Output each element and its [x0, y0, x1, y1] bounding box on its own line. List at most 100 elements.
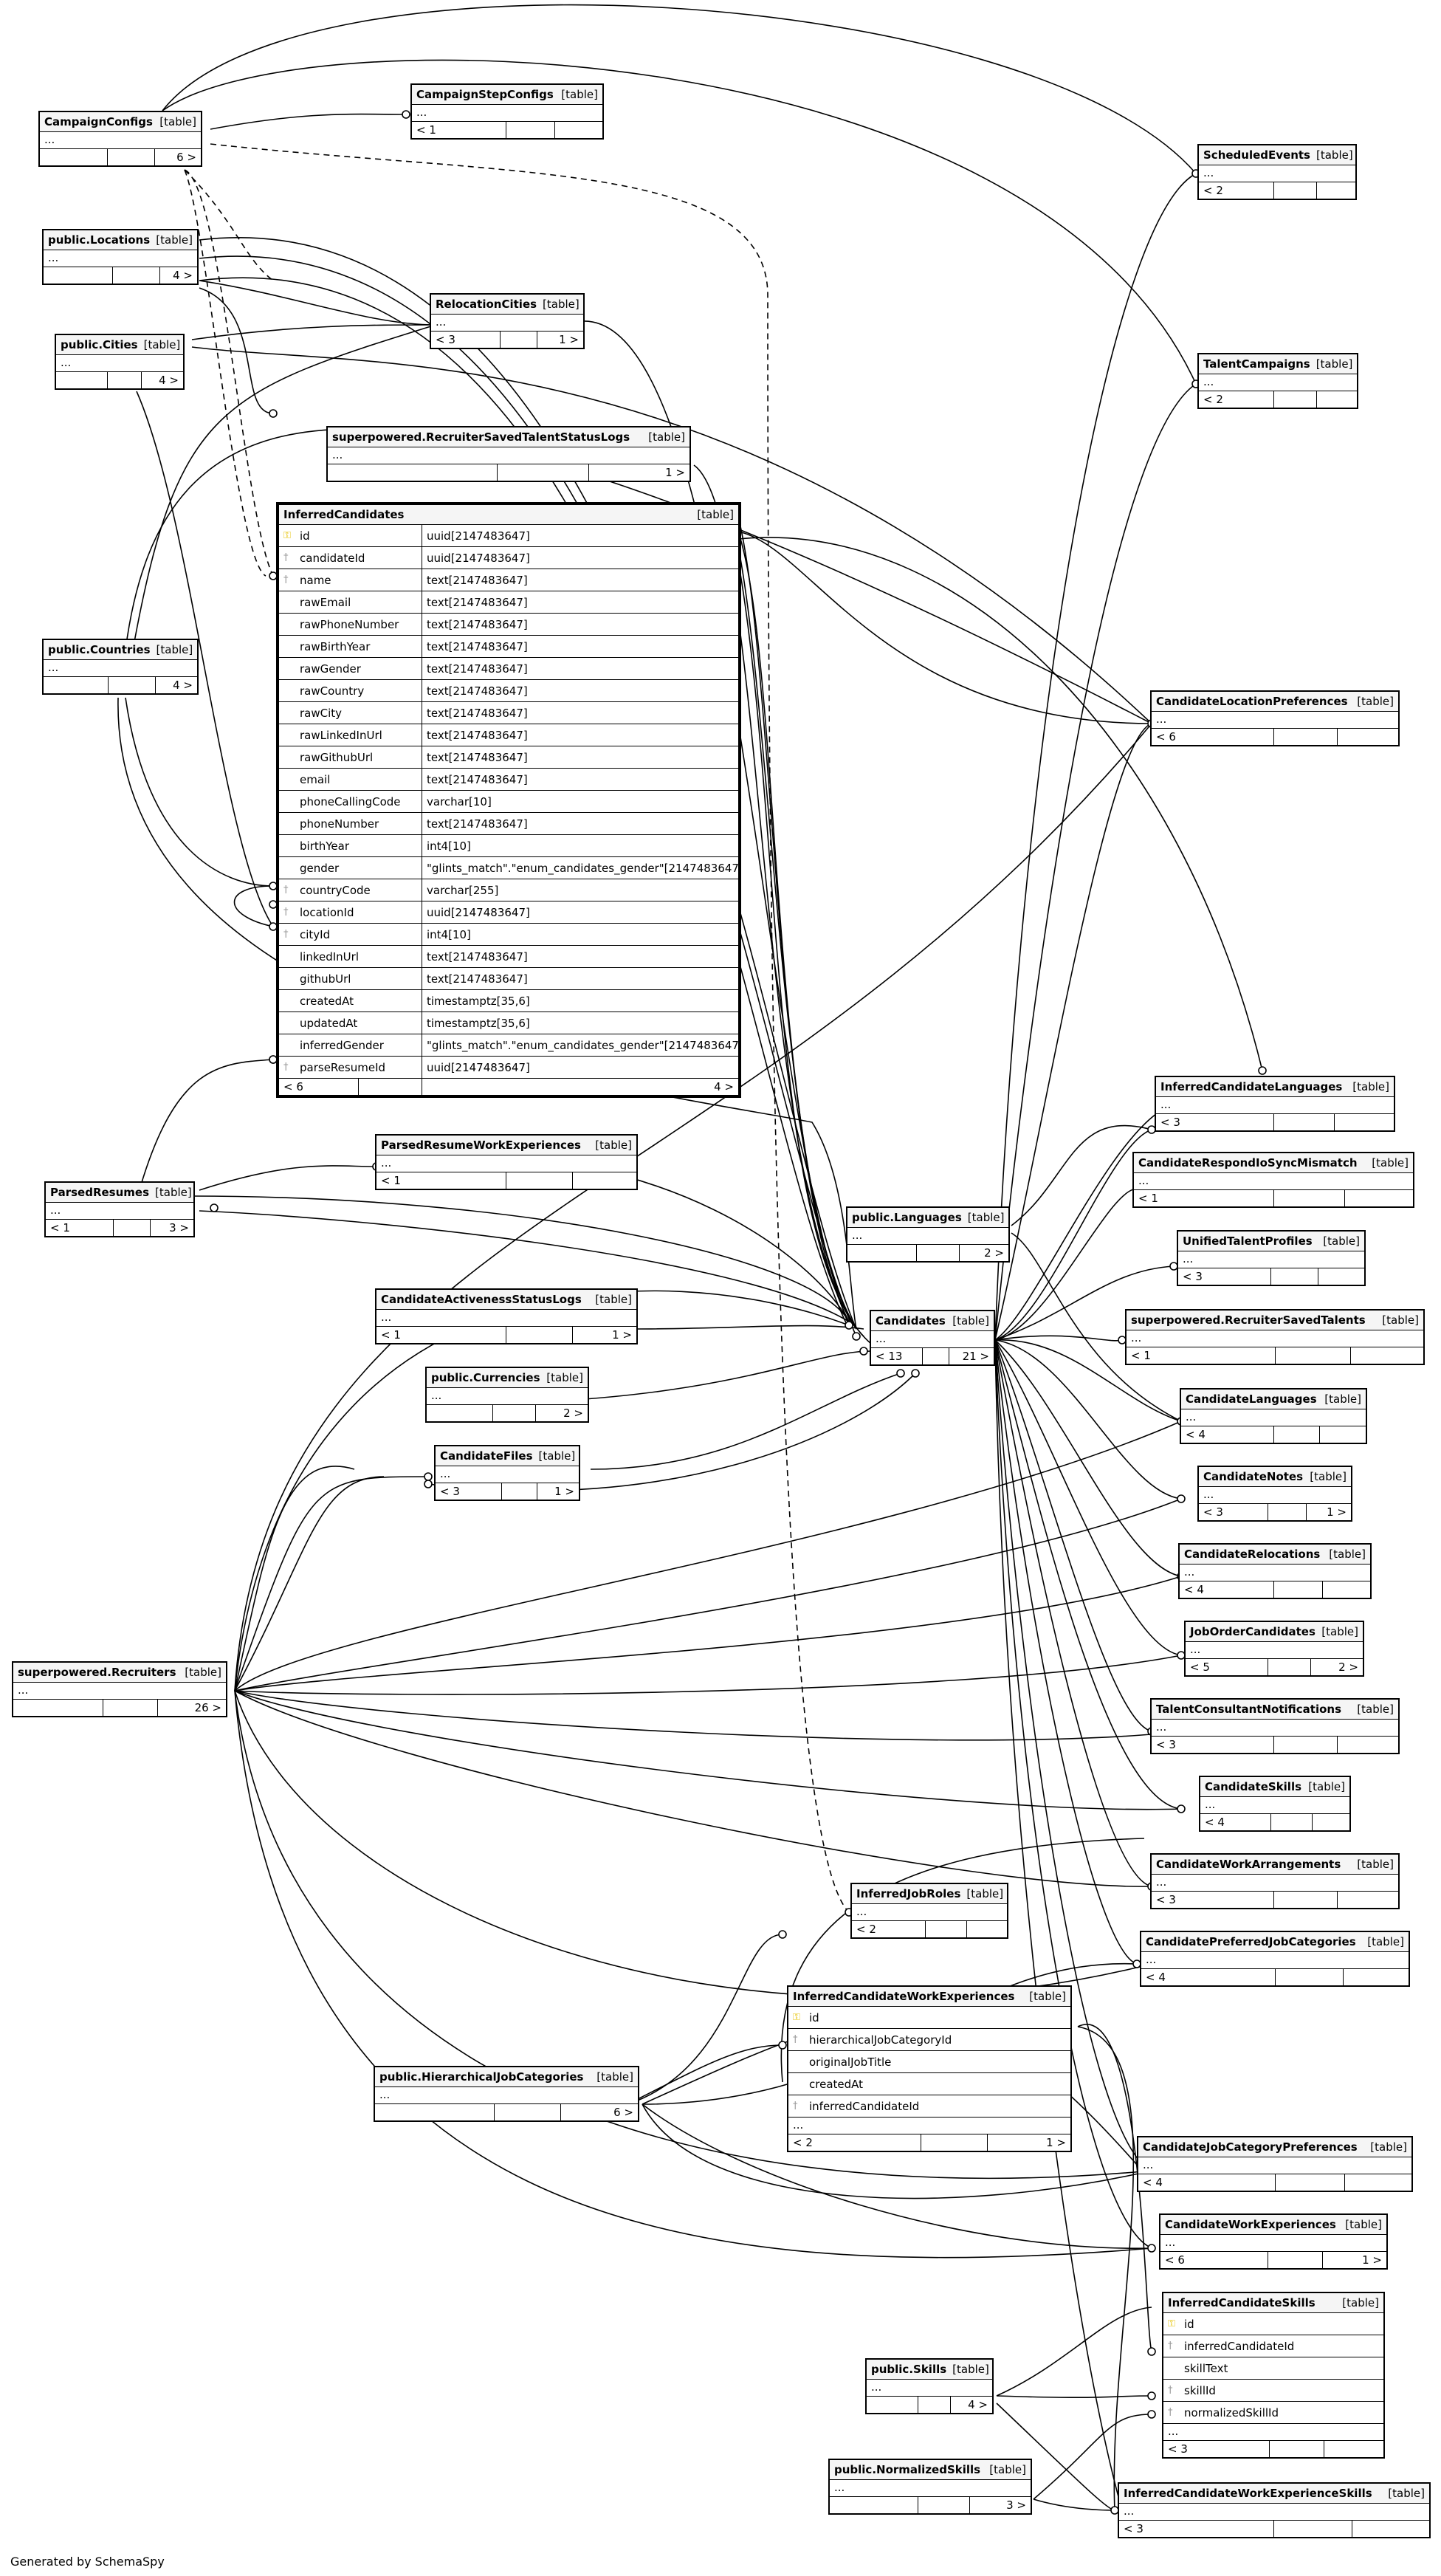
table-hierarchical-job-categories[interactable]: public.HierarchicalJobCategories[table] … — [374, 2066, 639, 2122]
table-tag: [table] — [143, 338, 181, 351]
footer-columns — [918, 2397, 951, 2413]
column-row: originalJobTitle — [788, 2051, 1070, 2073]
table-name: public.Locations — [48, 233, 151, 247]
column-type: int4[10] — [427, 839, 471, 853]
table-campaign-configs[interactable]: CampaignConfigs[table] ... 6 > — [38, 111, 202, 167]
table-tag: [table] — [595, 1293, 632, 1306]
table-dots: ... — [1180, 1565, 1370, 1581]
column-name: rawEmail — [300, 595, 351, 609]
table-footer: 6 > — [375, 2104, 638, 2120]
table-recruiters[interactable]: superpowered.Recruiters[table] ... 26 > — [12, 1661, 227, 1717]
footer-children — [328, 464, 498, 481]
table-tag: [table] — [185, 1666, 221, 1679]
table-tag: [table] — [989, 2463, 1026, 2476]
table-inferred-candidate-languages[interactable]: InferredCandidateLanguages[table] ... < … — [1155, 1076, 1395, 1132]
footer-children — [867, 2397, 918, 2413]
table-currencies[interactable]: public.Currencies[table] ... 2 > — [425, 1367, 589, 1423]
key-icon: ⚿ — [793, 2012, 800, 2023]
footer-parents — [1338, 1737, 1398, 1753]
column-name: rawGithubUrl — [300, 750, 374, 764]
table-candidate-preferred-job-categories[interactable]: CandidatePreferredJobCategories[table] .… — [1140, 1931, 1410, 1987]
table-inferred-candidate-skills[interactable]: InferredCandidateSkills[table] ⚿id†infer… — [1162, 2292, 1385, 2459]
table-recruiter-saved-talents[interactable]: superpowered.RecruiterSavedTalents[table… — [1125, 1309, 1425, 1365]
footer-columns — [493, 1405, 536, 1421]
table-normalized-skills[interactable]: public.NormalizedSkills[table] ... 3 > — [828, 2459, 1032, 2515]
column-name: rawBirthYear — [300, 639, 371, 653]
footer-children: < 1 — [376, 1327, 506, 1343]
table-unified-talent-profiles[interactable]: UnifiedTalentProfiles[table] ... < 3 — [1177, 1230, 1366, 1286]
table-footer: < 3 — [1152, 1737, 1398, 1753]
table-candidate-location-preferences[interactable]: CandidateLocationPreferences[table] ... … — [1150, 690, 1400, 746]
table-cities[interactable]: public.Cities[table] ... 4 > — [55, 334, 185, 390]
table-name: CandidateLocationPreferences — [1156, 695, 1348, 708]
table-name: public.HierarchicalJobCategories — [379, 2070, 584, 2084]
table-footer: 2 > — [847, 1245, 1008, 1261]
table-candidate-job-category-preferences[interactable]: CandidateJobCategoryPreferences[table] .… — [1137, 2136, 1413, 2192]
column-name: inferredGender — [300, 1038, 384, 1052]
column-type: text[2147483647] — [427, 817, 528, 831]
footer-parents: 3 > — [169, 1221, 189, 1234]
footer-children — [40, 149, 108, 165]
column-name-cell: †parseResumeId — [279, 1057, 422, 1078]
table-dots: ... — [376, 1155, 636, 1172]
table-candidate-work-arrangements[interactable]: CandidateWorkArrangements[table] ... < 3 — [1150, 1853, 1400, 1909]
footer-children: < 4 — [1181, 1426, 1274, 1443]
table-scheduled-events[interactable]: ScheduledEvents[table] ... < 2 — [1197, 144, 1357, 200]
column-name: inferredCandidateId — [1184, 2339, 1295, 2353]
table-countries[interactable]: public.Countries[table] ... 4 > — [42, 639, 199, 695]
table-candidate-languages[interactable]: CandidateLanguages[table] ... < 4 — [1180, 1388, 1367, 1444]
table-candidate-respondio-sync-mismatch[interactable]: CandidateRespondIoSyncMismatch[table] ..… — [1132, 1152, 1414, 1208]
table-parsed-resume-work-experiences[interactable]: ParsedResumeWorkExperiences[table] ... <… — [375, 1134, 638, 1190]
table-recruiter-saved-talent-status-logs[interactable]: superpowered.RecruiterSavedTalentStatusL… — [326, 426, 691, 482]
table-dots: ... — [1119, 2504, 1429, 2521]
table-footer: < 1 — [1127, 1347, 1423, 1364]
table-talent-consultant-notifications[interactable]: TalentConsultantNotifications[table] ...… — [1150, 1698, 1400, 1754]
table-tag: [table] — [1357, 1858, 1394, 1871]
table-languages[interactable]: public.Languages[table] ... 2 > — [846, 1206, 1010, 1263]
column-row: ⚿id — [788, 2007, 1070, 2029]
table-candidate-skills[interactable]: CandidateSkills[table] ... < 4 — [1199, 1776, 1351, 1832]
footer-children: < 2 — [1199, 391, 1274, 408]
table-tag: [table] — [561, 88, 598, 101]
column-type: text[2147483647] — [427, 639, 528, 653]
table-skills[interactable]: public.Skills[table] ... 4 > — [865, 2358, 994, 2414]
footer-columns — [1276, 1969, 1344, 1985]
table-locations[interactable]: public.Locations[table] ... 4 > — [42, 229, 199, 285]
footer-children: < 3 — [1156, 1114, 1274, 1130]
table-talent-campaigns[interactable]: TalentCampaigns[table] ... < 2 — [1197, 353, 1358, 409]
footer-children: < 3 — [436, 1483, 502, 1500]
table-inferred-candidate-work-experience-skills[interactable]: InferredCandidateWorkExperienceSkills[ta… — [1118, 2482, 1431, 2538]
footer-parents: 1 > — [665, 466, 685, 479]
table-candidate-activeness-status-logs[interactable]: CandidateActivenessStatusLogs[table] ...… — [375, 1288, 638, 1344]
table-name: public.Currencies — [431, 1371, 540, 1384]
table-tag: [table] — [697, 508, 734, 521]
footer-parents: 2 > — [1338, 1660, 1358, 1674]
column-name: id — [1184, 2317, 1194, 2331]
table-footer: < 3 — [1119, 2521, 1429, 2537]
table-inferred-candidate-work-experiences[interactable]: InferredCandidateWorkExperiences[table] … — [787, 1985, 1072, 2152]
table-candidate-relocations[interactable]: CandidateRelocations[table] ... < 4 — [1178, 1543, 1372, 1599]
table-footer: < 1 — [376, 1172, 636, 1189]
table-dots: ... — [1186, 1642, 1363, 1659]
table-inferred-job-roles[interactable]: InferredJobRoles[table] ... < 2 — [850, 1883, 1008, 1939]
key-icon: ⚿ — [283, 530, 291, 541]
column-type: varchar[10] — [427, 794, 492, 808]
footer-columns — [501, 332, 537, 348]
table-campaign-step-configs[interactable]: CampaignStepConfigs[table] ... < 1 — [410, 83, 604, 140]
table-name: CandidateRespondIoSyncMismatch — [1138, 1156, 1358, 1169]
table-name: CandidateRelocations — [1184, 1548, 1321, 1561]
column-name: name — [300, 573, 331, 587]
